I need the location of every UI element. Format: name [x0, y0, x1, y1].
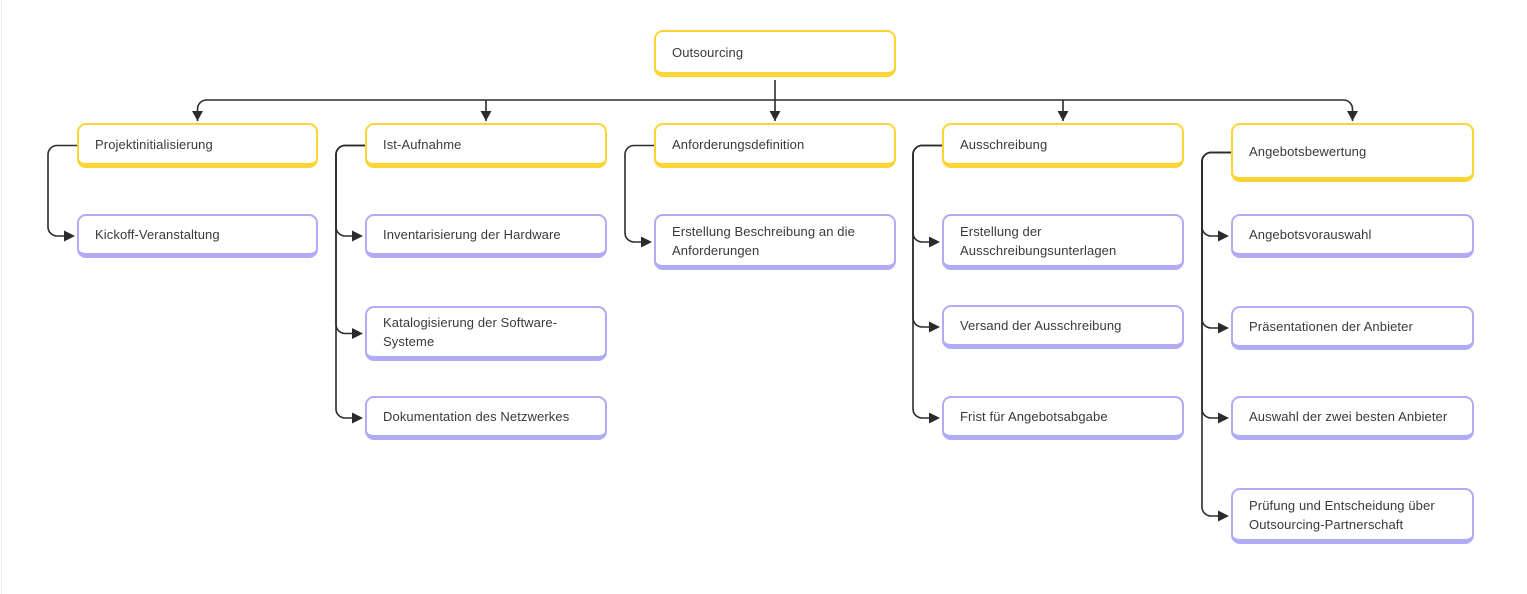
node-label: Erstellung der Ausschreibungsunterlagen — [960, 223, 1117, 258]
node-leaf-praesentationen-der-anbieter[interactable]: Präsentationen der Anbieter — [1231, 306, 1474, 350]
connector-line — [196, 99, 1354, 110]
node-leaf-inventarisierung-der-hardware[interactable]: Inventarisierung der Hardware — [365, 214, 607, 258]
node-label: Versand der Ausschreibung — [960, 318, 1122, 333]
node-leaf-erstellung-der-ausschreibungsunterlagen[interactable]: Erstellung der Ausschreibungsunterlagen — [942, 214, 1184, 270]
arrowhead-right — [352, 328, 363, 339]
node-label: Outsourcing — [672, 44, 744, 60]
node-branch-angebotsbewertung[interactable]: Angebotsbewertung — [1231, 123, 1474, 182]
node-leaf-kickoff-veranstaltung[interactable]: Kickoff-Veranstaltung — [77, 214, 318, 258]
arrowhead-down — [192, 111, 203, 121]
arrowhead-right — [64, 230, 75, 242]
arrowhead-right — [1218, 322, 1229, 334]
arrowhead-right — [1218, 412, 1229, 424]
node-label: Anforderungsdefinition — [672, 136, 805, 152]
connector-line — [1201, 151, 1231, 329]
node-label: Projektinitialisierung — [95, 136, 213, 152]
connector-line — [912, 144, 942, 328]
node-branch-anforderungsdefinition[interactable]: Anforderungsdefinition — [654, 123, 896, 168]
connector-line — [1201, 151, 1231, 419]
node-leaf-pruefung-und-entscheidung-ueber-outsourcing-[interactable]: Prüfung und Entscheidung über Outsourcin… — [1231, 488, 1474, 544]
node-leaf-angebotsvorauswahl[interactable]: Angebotsvorauswahl — [1231, 214, 1474, 258]
connector-line — [47, 144, 77, 237]
node-label: Katalogisierung der Software- Systeme — [383, 315, 558, 349]
arrowhead-right — [1218, 510, 1229, 522]
node-leaf-erstellung-beschreibung-an-die-anforderungen[interactable]: Erstellung Beschreibung an die Anforderu… — [654, 214, 896, 270]
connector-line — [335, 144, 365, 419]
node-leaf-auswahl-der-zwei-besten-anbieter[interactable]: Auswahl der zwei besten Anbieter — [1231, 396, 1474, 440]
arrowhead-down — [1057, 111, 1069, 121]
node-label: Frist für Angebotsabgabe — [960, 409, 1108, 424]
arrowhead-right — [929, 321, 940, 333]
node-label: Ist-Aufnahme — [383, 136, 462, 152]
node-label: Dokumentation des Netzwerkes — [383, 409, 570, 424]
connector-line — [624, 144, 654, 243]
node-label: Angebotsvorauswahl — [1249, 227, 1372, 242]
arrowhead-down — [1347, 111, 1358, 121]
connector-line — [335, 144, 365, 335]
node-leaf-katalogisierung-der-software-systeme[interactable]: Katalogisierung der Software- Systeme — [365, 306, 607, 361]
node-label: Prüfung und Entscheidung über Outsourcin… — [1249, 497, 1435, 532]
node-branch-projektinitialisierung[interactable]: Projektinitialisierung — [77, 123, 318, 168]
node-leaf-versand-der-ausschreibung[interactable]: Versand der Ausschreibung — [942, 305, 1184, 349]
node-branch-ist-aufnahme[interactable]: Ist-Aufnahme — [365, 123, 607, 168]
connector-line — [912, 144, 942, 419]
node-label: Kickoff-Veranstaltung — [95, 227, 220, 242]
node-label: Angebotsbewertung — [1249, 143, 1367, 159]
node-branch-ausschreibung[interactable]: Ausschreibung — [942, 123, 1184, 168]
node-label: Inventarisierung der Hardware — [383, 227, 561, 242]
node-label: Ausschreibung — [960, 136, 1048, 152]
arrowhead-right — [929, 412, 940, 424]
arrowhead-right — [641, 236, 652, 248]
node-label: Auswahl der zwei besten Anbieter — [1249, 409, 1448, 424]
connector-line — [335, 144, 365, 237]
node-root-outsourcing[interactable]: Outsourcing — [654, 30, 896, 77]
connector-line — [1201, 151, 1231, 237]
connector-line — [1201, 151, 1231, 517]
left-margin-rule — [1, 0, 2, 594]
arrowhead-right — [929, 236, 940, 248]
node-leaf-frist-fuer-angebotsabgabe[interactable]: Frist für Angebotsabgabe — [942, 396, 1184, 440]
arrowhead-down — [769, 111, 781, 121]
arrowhead-right — [352, 230, 363, 242]
node-label: Präsentationen der Anbieter — [1249, 319, 1413, 334]
node-leaf-dokumentation-des-netzwerkes[interactable]: Dokumentation des Netzwerkes — [365, 396, 607, 440]
arrowhead-right — [1218, 230, 1229, 242]
arrowhead-right — [352, 412, 363, 424]
arrowhead-down — [480, 111, 492, 121]
node-label: Erstellung Beschreibung an die Anforderu… — [672, 223, 855, 258]
connector-line — [912, 144, 942, 243]
